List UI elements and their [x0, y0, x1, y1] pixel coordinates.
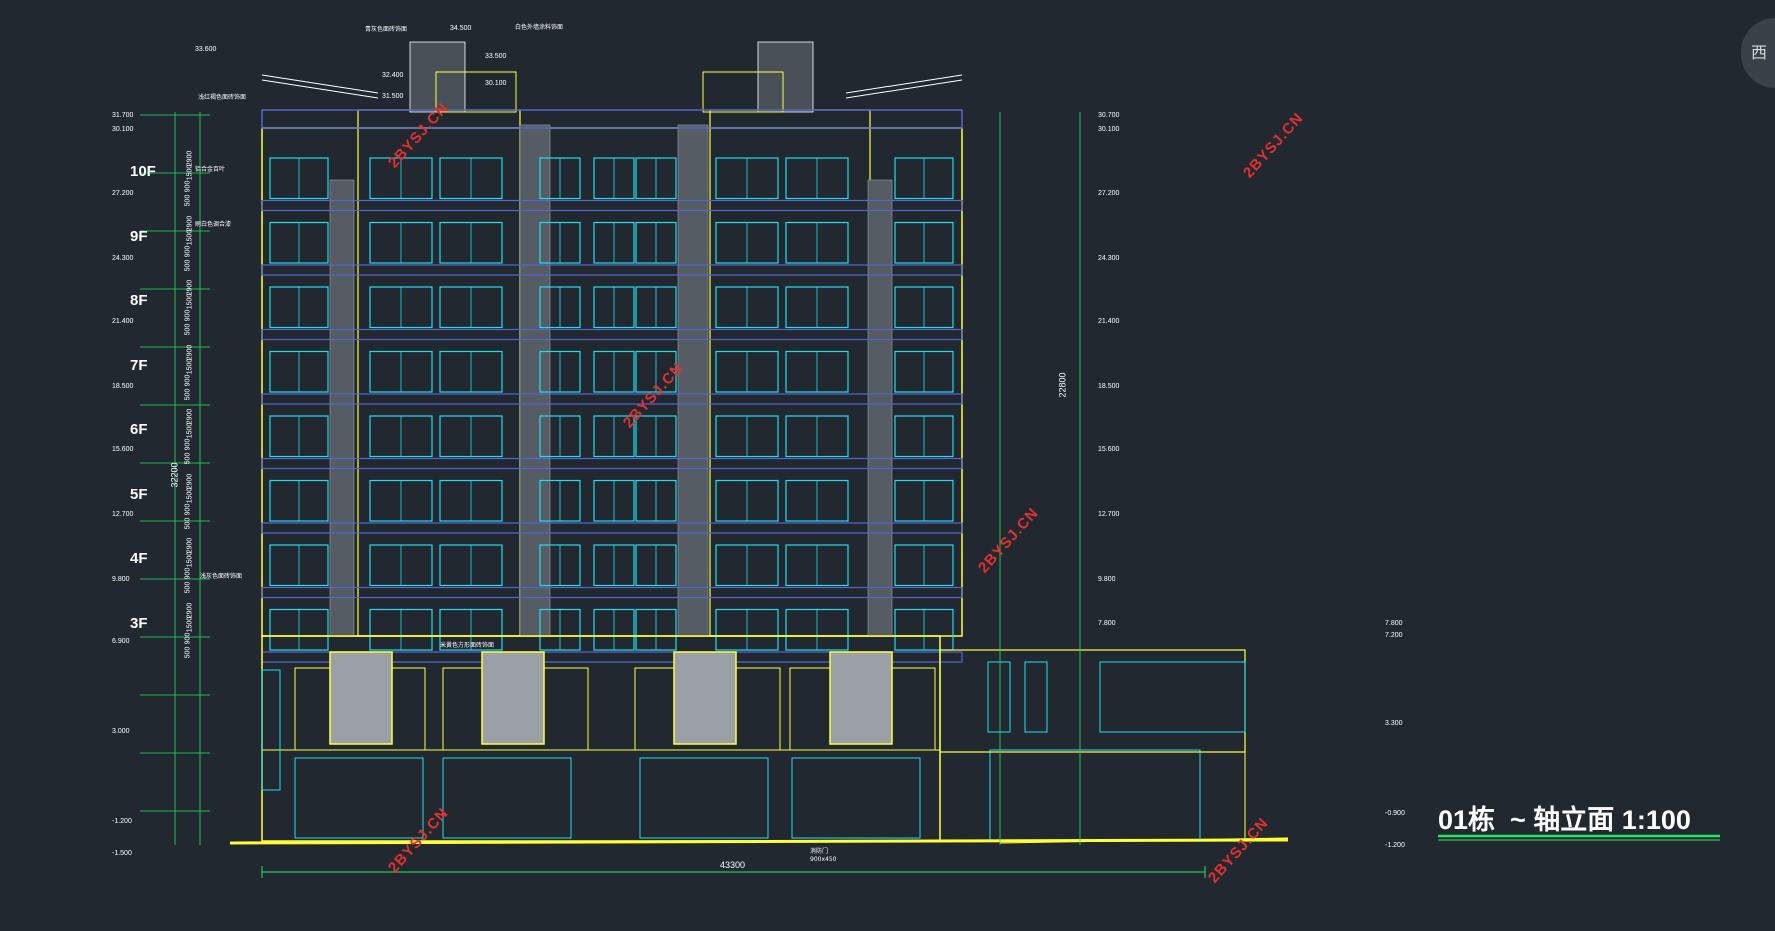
elevation-label: 3.300 [1385, 720, 1403, 727]
floor-band [261, 522, 963, 534]
elevation-label: 9.800 [1098, 576, 1116, 583]
elevation-label: 9.800 [112, 576, 130, 583]
side-dimension: 900 [184, 503, 192, 515]
elevation-label: 15.600 [112, 446, 134, 453]
side-dimension: 500 [184, 388, 192, 400]
annotation-note: 米黄色方形面砖饰面 [440, 642, 495, 649]
elevation-label: 18.500 [1098, 383, 1120, 390]
side-dimension: 900 [184, 245, 192, 257]
side-dimension: 1500 [186, 551, 194, 568]
side-dimension: 900 [184, 438, 192, 451]
floor-band [261, 328, 963, 341]
floor-band [261, 199, 963, 212]
height-dim-left: 32200 [169, 462, 180, 488]
side-dimension: 1500 [186, 229, 194, 245]
side-dimension: 500 [184, 646, 192, 658]
side-dimension: 900 [184, 374, 192, 386]
side-dimension: 500 [184, 323, 192, 336]
floor-label: 4F [130, 550, 148, 567]
side-dimension: 900 [184, 309, 192, 322]
elevation-label: 24.300 [1098, 255, 1120, 262]
door-size: 900x450 [810, 856, 837, 863]
roof-elevation-label: 34.500 [450, 25, 472, 32]
podium [261, 635, 941, 842]
side-dimension: 500 [184, 259, 192, 271]
side-dimension: 1500 [186, 358, 194, 374]
height-dim-right: 22800 [1057, 372, 1068, 398]
floor-label: 5F [130, 485, 148, 503]
drawing-title: 01栋 ~ 轴立面 1:100 [1438, 805, 1691, 835]
elevation-label: -1.200 [112, 818, 132, 825]
elevation-label: 30.100 [1098, 126, 1120, 133]
elevation-label: 27.200 [1098, 190, 1120, 197]
floor-label: 8F [130, 292, 148, 309]
side-dimension: 1500 [186, 293, 194, 310]
side-dimension: 1500 [186, 616, 194, 632]
floor-bands [261, 199, 963, 663]
side-dimension: 500 [184, 517, 192, 529]
elevation-label: 18.500 [112, 383, 134, 390]
roof-elevation-label: 31.500 [382, 93, 404, 100]
elevation-label: 12.700 [1098, 511, 1120, 518]
annotation-note: 铝合金百叶 [195, 166, 226, 173]
side-dimension: 1500 [186, 487, 194, 503]
side-dimension: 1500 [186, 164, 194, 181]
roof-elevation-label: 33.600 [195, 46, 217, 53]
elevation-label: 21.400 [112, 318, 134, 325]
annotation-note: 浅灰色面砖饰面 [200, 573, 243, 580]
floor-label: 7F [130, 356, 148, 374]
elevation-label: 7.800 [1385, 620, 1403, 627]
floor-label: 10F [130, 163, 156, 180]
floor-label: 6F [130, 421, 148, 438]
side-dimension: 500 [184, 194, 192, 207]
elevation-label: 12.700 [112, 511, 134, 518]
elevation-label: -1.500 [112, 850, 132, 857]
floor-band [261, 264, 963, 276]
annotation-note: 白色外墙涂料饰面 [515, 24, 564, 31]
elevation-label: -0.900 [1385, 810, 1405, 817]
floor-band [261, 586, 963, 599]
elevation-label: 27.200 [112, 190, 134, 197]
elevation-dimensions [140, 112, 1081, 845]
roof-elevation-label: 33.500 [485, 53, 507, 60]
door-label: 消防门 [810, 848, 829, 855]
side-dimension: 900 [184, 180, 192, 193]
side-dimension: 500 [184, 581, 192, 594]
elevation-label: 21.400 [1098, 318, 1120, 325]
elevation-label: 30.700 [1098, 112, 1120, 119]
elevation-label: 6.900 [112, 638, 130, 645]
side-dimension: 500 [184, 452, 192, 465]
floor-band [261, 393, 963, 405]
floor-band [261, 457, 963, 470]
elevation-label: 31.700 [112, 112, 134, 119]
elevation-label: 15.600 [1098, 446, 1120, 453]
floor-label: 3F [130, 614, 148, 632]
roof-elevation-label: 32.400 [382, 72, 404, 79]
annotation-note: 青灰色面砖饰面 [365, 26, 408, 33]
floor-label: 9F [130, 227, 148, 245]
elevation-label: -1.200 [1385, 842, 1405, 849]
roof-elevation-label: 30.100 [485, 80, 507, 87]
window-grid [269, 157, 954, 651]
side-dimension: 900 [184, 632, 192, 644]
side-dimension: 1500 [186, 422, 194, 439]
annex-building [939, 649, 1246, 841]
annotation-note: 刷白色调合漆 [195, 221, 232, 228]
elevation-label: 7.800 [1098, 620, 1116, 627]
total-width-label: 43300 [720, 860, 746, 870]
elevation-label: 7.200 [1385, 632, 1403, 639]
total-width-dimension [261, 866, 1206, 878]
side-dimension: 900 [184, 567, 192, 580]
elevation-label: 3.000 [112, 728, 130, 735]
annotation-note: 浅红褐色面砖饰面 [198, 94, 247, 101]
elevation-label: 24.300 [112, 255, 134, 262]
elevation-label: 30.100 [112, 126, 134, 133]
